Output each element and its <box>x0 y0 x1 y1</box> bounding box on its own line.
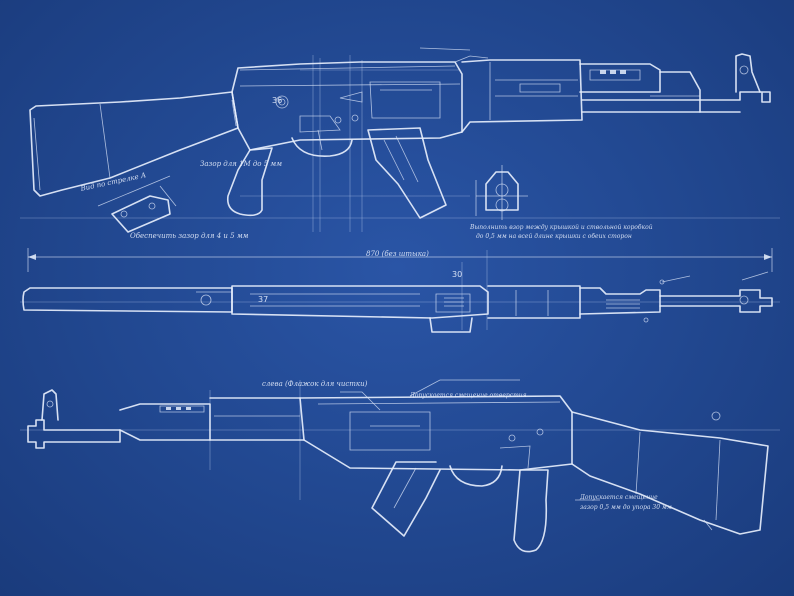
stock-note-1: Допускается смещение <box>580 494 658 501</box>
overall-length-label: 870 (без штыка) <box>366 250 429 258</box>
stock-note-2: зазор 0,5 мм до упора 30 мм <box>580 504 672 511</box>
plan-view <box>20 250 780 333</box>
dimension-36: 36 <box>272 96 283 105</box>
butt-plate-detail <box>97 175 177 233</box>
pistol-grip <box>226 147 273 217</box>
sight-note-2: до 0,5 мм на всей длине крышки с обеих с… <box>476 233 632 240</box>
trigger-guard <box>291 137 353 157</box>
grip-note: Зазор для 1М до 5 мм <box>200 160 283 168</box>
top-side-view <box>20 47 780 232</box>
buttstock <box>29 91 239 197</box>
receiver <box>231 61 463 151</box>
dimension-37: 37 <box>258 295 269 304</box>
gas-tube <box>579 63 661 93</box>
front-sight <box>735 53 761 93</box>
bottom-side-view <box>20 379 780 553</box>
handguard <box>461 59 583 133</box>
sight-detail <box>475 165 528 220</box>
sight-note-1: Выполнить взор между крышкой и ствольной… <box>470 224 653 231</box>
magazine <box>367 127 447 219</box>
lower-note-1: слева (Флажок для чистки) <box>262 380 368 388</box>
lower-note-2: Допускается смещение отверстия <box>410 392 527 399</box>
overall-length-dimension <box>27 248 773 272</box>
barrel <box>581 91 771 103</box>
sling-note: Обеспечить зазор для 4 и 5 мм <box>130 232 249 240</box>
dimension-30: 30 <box>452 270 463 279</box>
